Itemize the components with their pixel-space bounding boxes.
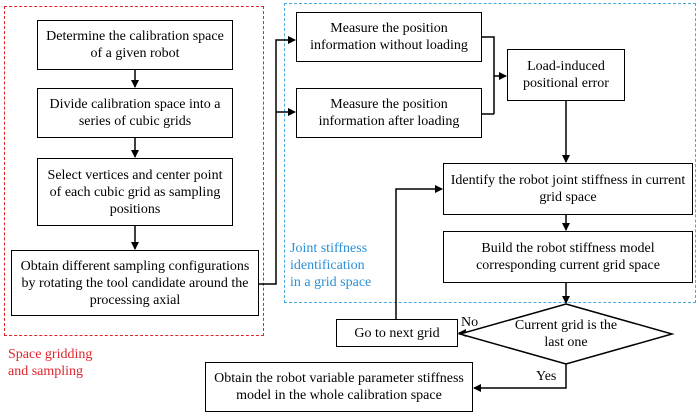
select-vertices-box: Select vertices and center point of each… [37, 158, 233, 226]
next-grid-box: Go to next grid [336, 319, 458, 347]
determine-space-box: Determine the calibration space of a giv… [37, 20, 233, 70]
decision-text: Current grid is the last one [514, 318, 618, 350]
measure-after-box: Measure the position information after l… [296, 88, 482, 138]
space-gridding-caption: Space gridding and sampling [8, 347, 93, 379]
load-error-box: Load-induced positional error [507, 49, 625, 101]
build-model-box: Build the robot stiffness model correspo… [443, 231, 693, 283]
identify-stiffness-box: Identify the robot joint stiffness in cu… [443, 163, 693, 215]
joint-stiffness-region [284, 3, 696, 303]
space-gridding-region [4, 6, 264, 336]
yes-label: Yes [536, 369, 557, 384]
no-label: No [461, 315, 479, 330]
decision-diamond [457, 303, 675, 365]
joint-stiffness-caption: Joint stiffness identification in a grid… [290, 241, 372, 290]
final-model-box: Obtain the robot variable parameter stif… [205, 362, 473, 412]
divide-space-box: Divide calibration space into a series o… [37, 88, 233, 138]
obtain-configs-box: Obtain different sampling configurations… [11, 250, 259, 316]
measure-without-box: Measure the position information without… [296, 12, 482, 62]
